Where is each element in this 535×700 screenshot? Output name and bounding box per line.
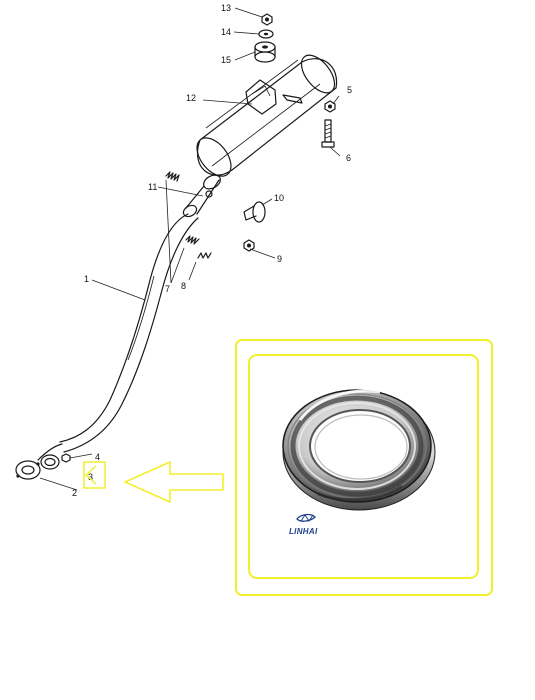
callout-labels: 13 14 15 12 5 6 11 10 9 8 7 1 4 3 2 xyxy=(72,3,352,498)
callout-15: 15 xyxy=(221,55,231,65)
part-4-nut xyxy=(61,453,71,463)
callout-11: 11 xyxy=(148,182,157,192)
callout-6: 6 xyxy=(346,153,351,163)
callout-1: 1 xyxy=(84,274,89,284)
part-7-spring-upper xyxy=(165,171,180,182)
part-14-washer xyxy=(258,29,274,39)
callout-3: 3 xyxy=(88,472,93,482)
part-5-nut xyxy=(324,100,336,113)
part-3-gasket xyxy=(40,454,60,470)
part-10-bolt xyxy=(243,201,266,223)
highlight-box xyxy=(83,461,106,489)
linhai-logo-text: LINHAI xyxy=(289,527,318,536)
part-1-exhaust-pipe xyxy=(59,213,199,453)
pointer-arrow-icon xyxy=(124,461,224,503)
part-2-flange xyxy=(15,460,41,480)
callout-2: 2 xyxy=(72,488,77,498)
callout-13: 13 xyxy=(221,3,231,13)
callout-9: 9 xyxy=(277,254,282,264)
part-13-nut xyxy=(261,13,273,26)
part-15-rubber-mount xyxy=(254,41,276,63)
gasket-photo xyxy=(282,389,436,511)
callout-5: 5 xyxy=(347,85,352,95)
part-11-inlet-pipe xyxy=(182,174,221,218)
callout-4: 4 xyxy=(95,452,100,462)
callout-10: 10 xyxy=(274,193,284,203)
part-6-bolt xyxy=(321,119,335,148)
part-8-spring-lower xyxy=(185,235,212,259)
linhai-logo: LINHAI xyxy=(289,513,318,536)
callout-7: 7 xyxy=(165,284,170,294)
part-12-muffler xyxy=(196,54,338,177)
linhai-logo-mark xyxy=(296,513,316,522)
part-9-nut xyxy=(243,239,255,252)
leader-lines xyxy=(39,7,341,491)
callout-12: 12 xyxy=(186,93,196,103)
left-chevron-icon xyxy=(84,465,97,485)
inner-frame xyxy=(248,354,479,579)
callout-8: 8 xyxy=(181,281,186,291)
part-3-highlight xyxy=(83,461,106,489)
callout-14: 14 xyxy=(221,27,231,37)
